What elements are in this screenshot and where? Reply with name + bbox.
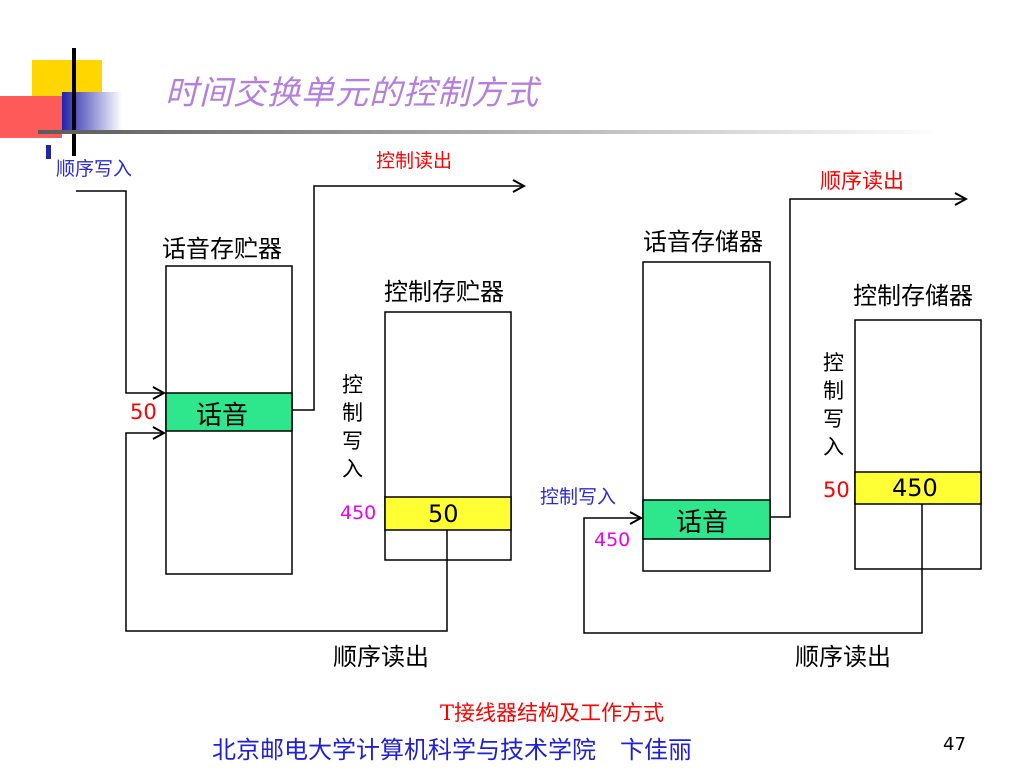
header-decoration: [0, 48, 943, 159]
right-output-label: 顺序读出: [820, 169, 904, 193]
left-control-write-char-2: 制: [342, 401, 363, 425]
right-speech-memory-label: 话音存储器: [643, 228, 763, 256]
left-control-write-char-1: 控: [342, 373, 363, 397]
right-bottom-label: 顺序读出: [795, 643, 891, 671]
right-control-slot: [854, 471, 982, 505]
left-bottom-label: 顺序读出: [333, 643, 429, 671]
left-control-write-char-4: 入: [342, 457, 363, 481]
left-speech-slot-address: 50: [130, 400, 157, 424]
right-control-memory-label: 控制存储器: [853, 282, 973, 310]
footer-text: 北京邮电大学计算机科学与技术学院 卞佳丽: [212, 736, 692, 764]
left-speech-slot-text: 话音: [196, 401, 248, 431]
left-control-memory-label: 控制存贮器: [384, 278, 504, 306]
left-control-slot: [384, 496, 512, 531]
right-speech-slot: [642, 499, 771, 540]
right-speech-slot-text: 话音: [676, 508, 728, 538]
right-control-write-char-3: 写: [823, 407, 844, 431]
left-output-arrow: [292, 186, 524, 411]
right-control-slot-value: 450: [892, 474, 938, 502]
left-output-label: 控制读出: [376, 150, 452, 172]
left-control-write-char-3: 写: [342, 429, 363, 453]
right-control-write-char-4: 入: [823, 435, 844, 459]
left-speech-slot: [165, 392, 293, 432]
right-input-label: 控制写入: [540, 486, 616, 508]
right-speech-slot-address: 450: [594, 529, 630, 551]
left-speech-memory-label: 话音存贮器: [162, 235, 282, 263]
left-control-slot-address: 450: [340, 502, 376, 524]
page-number: 47: [943, 734, 966, 755]
slide-title: 时间交换单元的控制方式: [165, 73, 539, 112]
right-diagram: [583, 199, 982, 634]
left-control-loop-arrow: [125, 433, 448, 632]
right-control-write-char-1: 控: [823, 351, 844, 375]
right-control-write-char-2: 制: [823, 379, 844, 403]
left-input-arrow: [76, 190, 164, 393]
right-control-loop-arrow: [583, 504, 923, 634]
right-control-memory-box: [854, 319, 982, 570]
figure-caption: T接线器结构及工作方式: [440, 701, 665, 725]
left-diagram: [76, 186, 524, 632]
left-control-slot-value: 50: [428, 500, 459, 528]
right-control-slot-address: 50: [823, 478, 850, 502]
left-input-label: 顺序写入: [56, 158, 132, 180]
right-output-arrow: [770, 199, 966, 518]
